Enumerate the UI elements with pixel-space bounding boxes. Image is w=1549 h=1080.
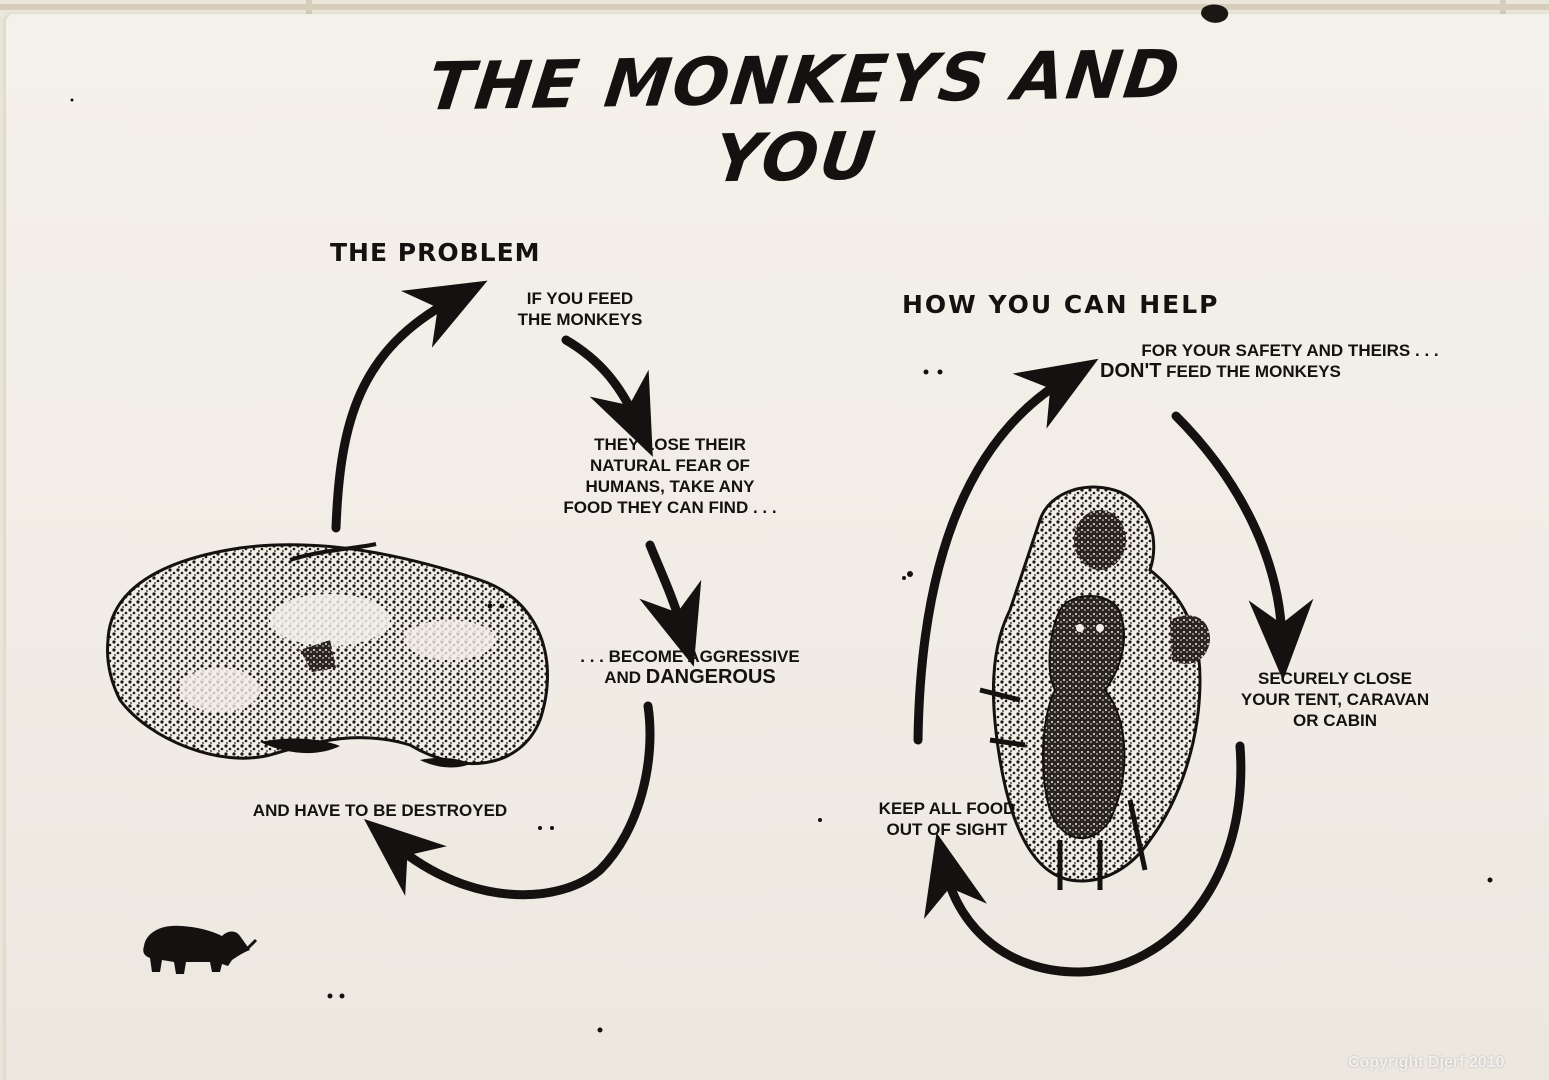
paper-specks [70, 98, 1493, 1033]
help-tip-close-tent-line: SECURELY CLOSE [1258, 669, 1412, 688]
problem-step-lose-fear-line: FOOD THEY CAN FIND . . . [563, 498, 777, 517]
help-tip-dont-feed-line: FOR YOUR SAFETY AND THEIRS . . . [1141, 341, 1439, 360]
problem-step-aggressive-line: . . . BECOME AGGRESSIVE [580, 647, 800, 666]
problem-step-lose-fear-line: THEY LOSE THEIR [594, 435, 746, 454]
help-tip-dont: DON'T [1100, 360, 1162, 382]
problem-step-feed-line: IF YOU FEED [526, 289, 634, 308]
dead-monkey-illustration [106, 542, 549, 768]
help-tip-feed-the-monkeys: FEED THE MONKEYS [1161, 362, 1341, 381]
rhino-icon [143, 925, 258, 974]
arrow-fear-to-aggressive [639, 540, 702, 667]
arrow-feed-to-lose-fear [561, 335, 653, 457]
problem-step-lose-fear-line: HUMANS, TAKE ANY [585, 477, 755, 496]
problem-step-lose-fear: THEY LOSE THEIR NATURAL FEAR OF HUMANS, … [500, 434, 840, 518]
help-heading: HOW YOU CAN HELP [902, 290, 1220, 319]
arrow-up-to-feed [331, 280, 488, 533]
help-cycle-arrows [913, 358, 1314, 977]
poster-title: THE MONKEYS AND YOU [423, 35, 1186, 198]
help-tip-dont-feed: FOR YOUR SAFETY AND THEIRS . . . DON'T F… [1080, 340, 1500, 382]
arrow-dont-feed-to-close-tent [1171, 411, 1314, 681]
help-tip-dont-feed-line: DON'T FEED THE MONKEYS [1080, 361, 1500, 382]
help-tip-close-tent-line: YOUR TENT, CARAVAN [1240, 690, 1430, 709]
problem-step-lose-fear-line: NATURAL FEAR OF [590, 456, 750, 475]
problem-step-dangerous: DANGEROUS [645, 666, 776, 688]
help-tip-keep-food-line: KEEP ALL FOOD [878, 799, 1016, 818]
help-tip-close-tent-line: OR CABIN [1292, 711, 1378, 730]
arrow-keep-food-to-dont-feed [913, 358, 1099, 745]
arrow-close-tent-to-keep-food [924, 741, 1246, 977]
problem-step-aggressive-and: AND [604, 668, 646, 687]
problem-cycle-arrows [331, 280, 702, 900]
ink-blot [1201, 4, 1229, 23]
problem-step-aggressive-line: AND DANGEROUS [540, 667, 840, 688]
monkey-mother-baby-illustration [979, 485, 1210, 890]
help-tip-keep-food-line: OUT OF SIGHT [886, 820, 1008, 839]
problem-step-destroyed: AND HAVE TO BE DESTROYED [252, 801, 508, 820]
tile-grout [0, 4, 1549, 10]
problem-step-feed-line: THE MONKEYS [517, 310, 643, 329]
problem-step-aggressive: . . . BECOME AGGRESSIVE AND DANGEROUS [540, 646, 840, 688]
help-tip-close-tent: SECURELY CLOSE YOUR TENT, CARAVAN OR CAB… [1200, 668, 1470, 731]
help-tip-keep-food: KEEP ALL FOOD OUT OF SIGHT [842, 798, 1052, 840]
problem-step-feed: IF YOU FEED THE MONKEYS [470, 288, 690, 330]
problem-heading: THE PROBLEM [330, 238, 541, 267]
copyright-watermark: Copyright Djerf 2010 [1348, 1054, 1505, 1071]
arrow-aggressive-to-destroyed [363, 701, 655, 900]
